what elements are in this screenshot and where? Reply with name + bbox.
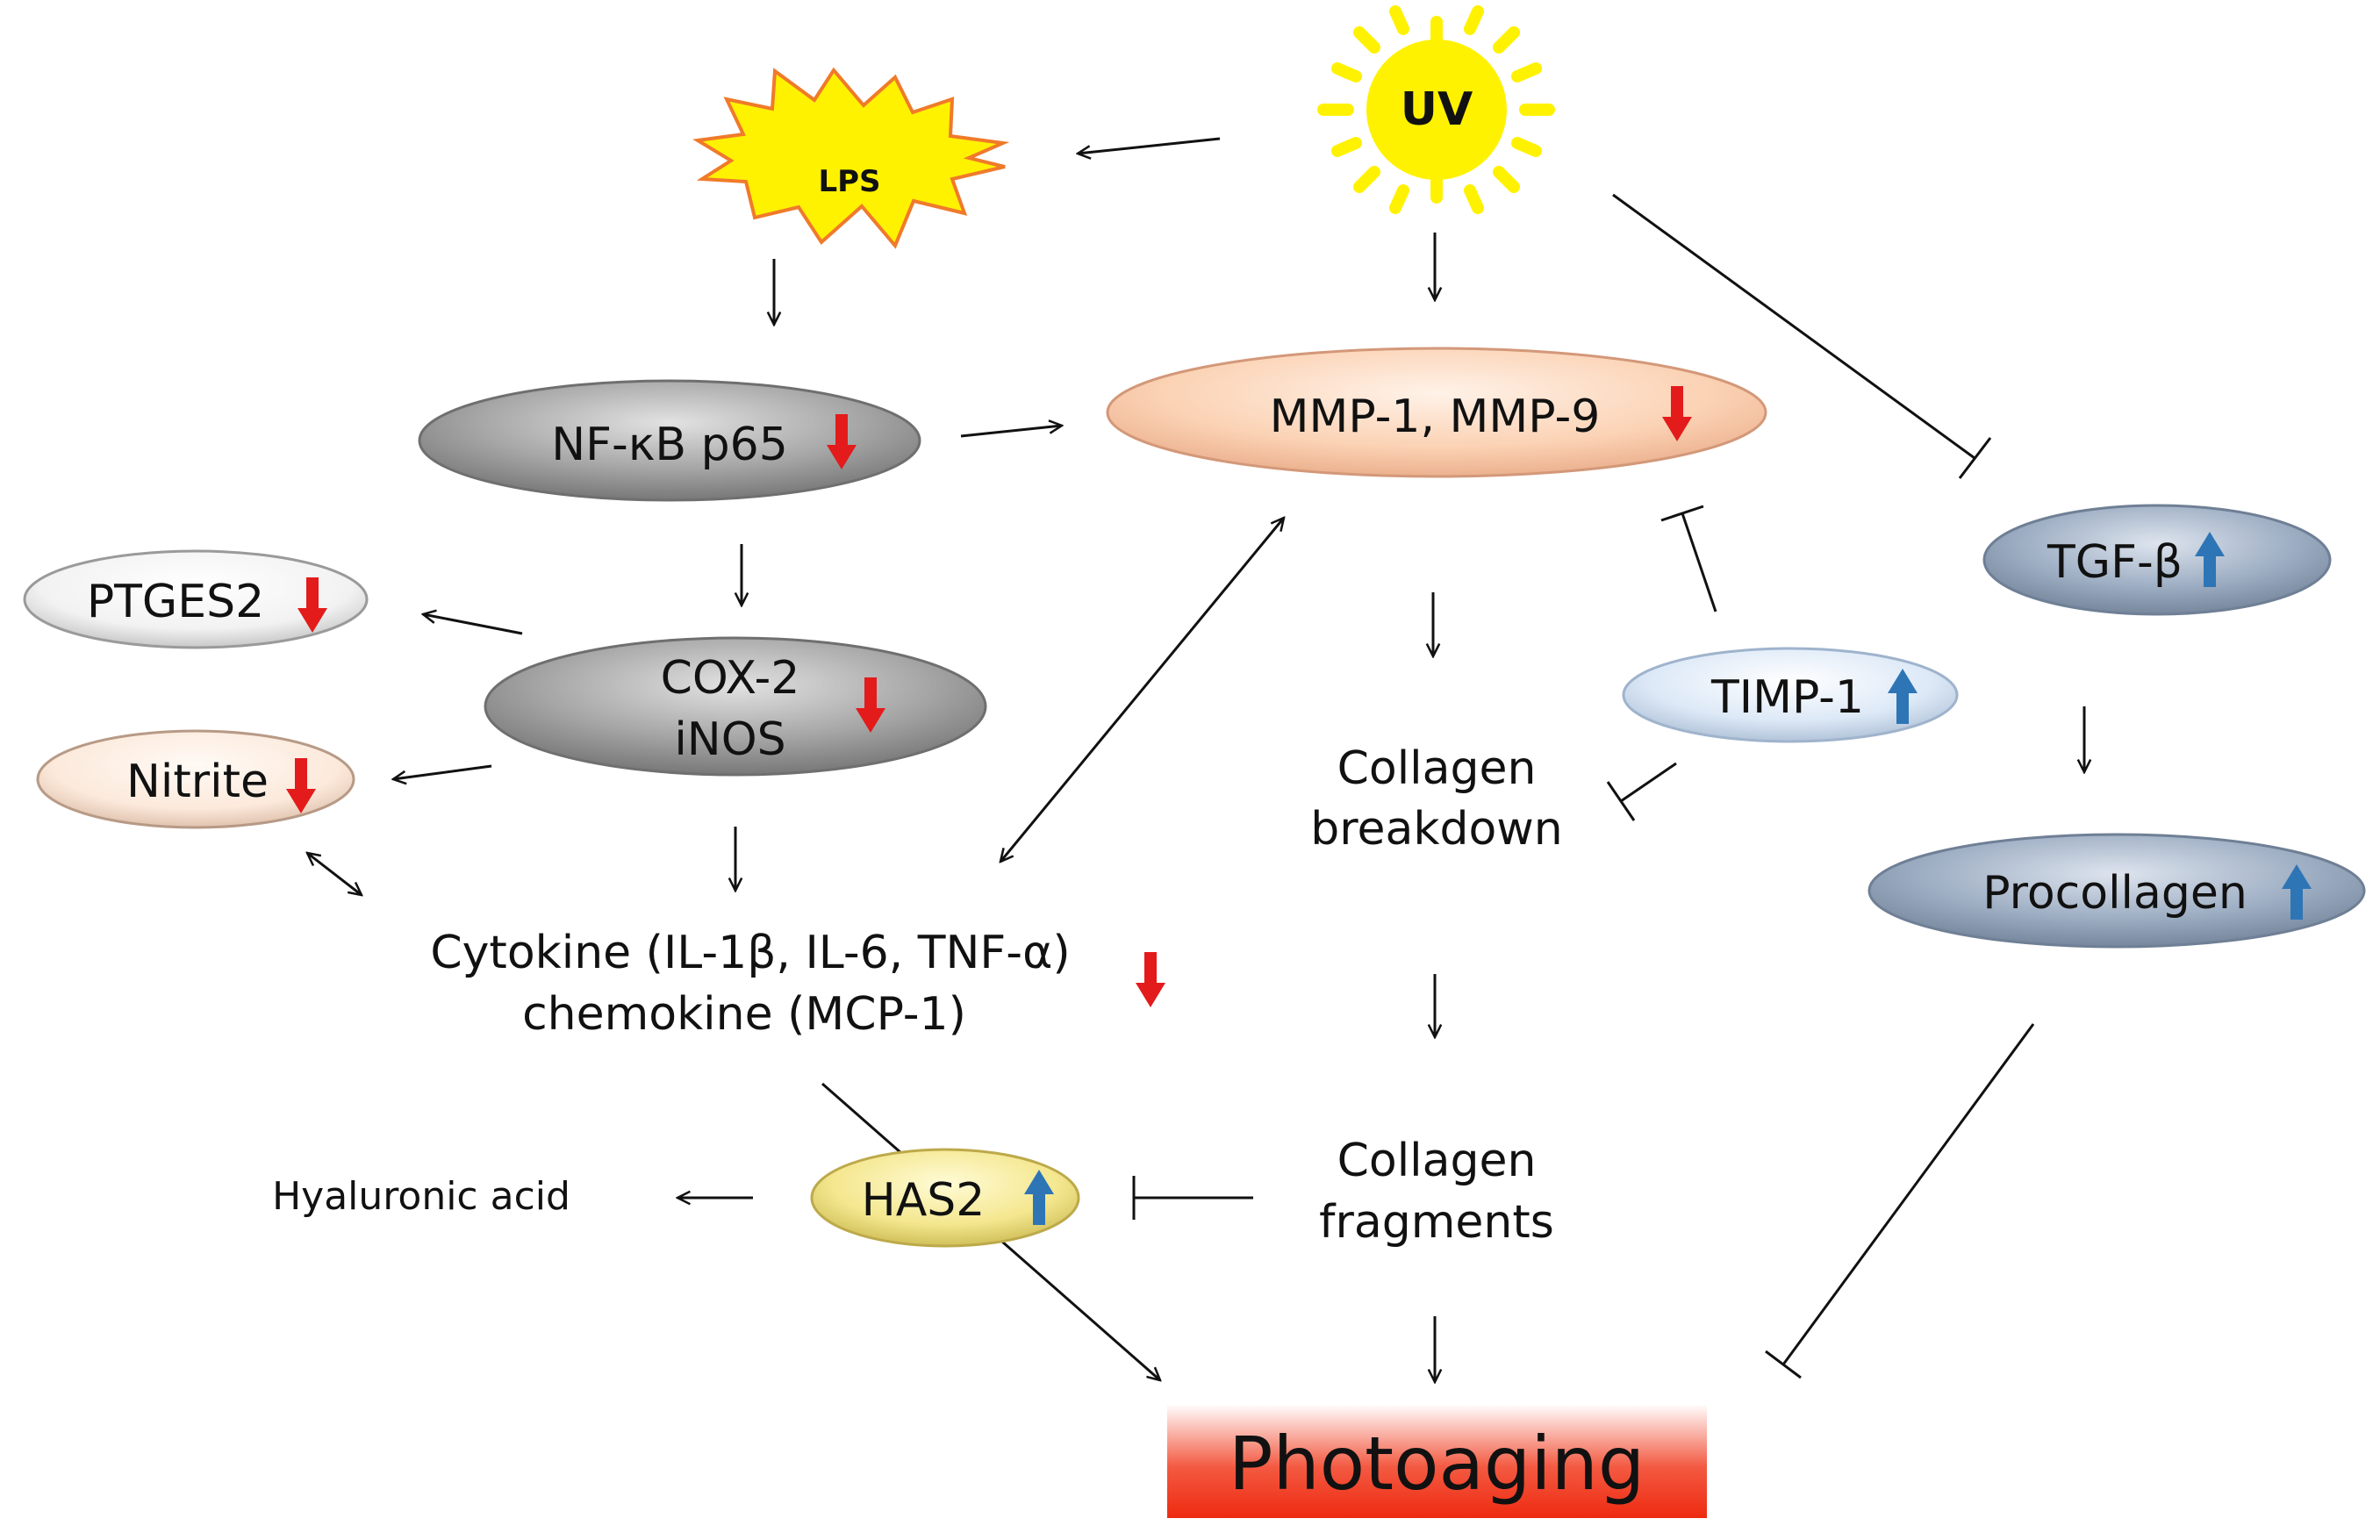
ptges2-label: PTGES2 [87,576,264,628]
nfkb-down-arrow [827,414,857,469]
collagen-fragments-line2: fragments [1319,1196,1554,1249]
timp1-up-arrow [1888,669,1918,724]
collagen-breakdown-node: Collagen breakdown [1310,742,1563,856]
cox2-inos-node: COX-2 iNOS [484,636,987,777]
has2-node: HAS2 [810,1148,1080,1248]
lps-label: LPS [818,164,880,199]
inhibit-timp1-breakdown [1606,762,1677,821]
inhibition-lines [1132,193,2035,1379]
timp1-label: TIMP-1 [1710,671,1864,724]
timp1-node: TIMP-1 [1622,647,1959,743]
chemokine-label: chemokine (MCP-1) [522,988,966,1041]
nitrite-label: Nitrite [126,756,269,808]
nitrite-ellipse [36,729,355,829]
procollagen-ellipse [1867,833,2366,949]
tgfb-label: TGF-β [2047,536,2183,589]
arrow-cox2-to-ptges2 [423,614,523,635]
nfkb-node: NF-κB p65 [418,379,921,502]
nitrite-down-arrow [286,758,316,813]
inhibit-fragments-has2 [1132,1176,1253,1220]
photoaging-label: Photoaging [1229,1421,1645,1507]
mmp-down-arrow [1662,386,1692,441]
uv-label: UV [1401,83,1473,136]
photoaging-node: Photoaging [1167,1404,1707,1518]
photoaging-box [1167,1404,1707,1518]
collagen-breakdown-line1: Collagen [1337,742,1537,795]
nitrite-node: Nitrite [36,729,355,829]
has2-label: HAS2 [862,1174,986,1227]
collagen-fragments-node: Collagen fragments [1319,1135,1554,1249]
mmp-label: MMP-1, MMP-9 [1270,390,1601,443]
timp1-ellipse [1622,647,1959,743]
ptges2-node: PTGES2 [23,549,369,649]
arrow-nfkb-to-mmp [960,426,1062,438]
collagen-breakdown-line2: breakdown [1310,803,1563,856]
has2-ellipse [810,1148,1080,1248]
tgfb-up-arrow [2195,532,2225,587]
cox2-down-arrow [856,677,885,733]
hyaluronic-acid-label: Hyaluronic acid [272,1174,570,1219]
lps-node: LPS [692,67,1010,249]
inhibit-procollagen-photoaging [1765,1023,2035,1379]
arrow-nitrite-cytokine-bidirectional [307,853,362,895]
activation-arrows [307,137,2084,1382]
arrow-uv-to-lps [1078,137,1221,154]
mmp-node: MMP-1, MMP-9 [1106,347,1767,478]
arrow-cox2-to-nitrite [393,764,492,779]
collagen-fragments-line1: Collagen [1337,1135,1537,1187]
lps-starburst [692,67,1010,249]
inhibit-uv-tgfb [1612,193,1992,479]
uv-sun-node: UV [1317,5,1555,214]
has2-up-arrow [1024,1170,1054,1225]
cox2-label: COX-2 [661,652,800,705]
nfkb-ellipse [418,379,921,502]
procollagen-node: Procollagen [1867,833,2366,949]
cytokine-node: Cytokine (IL-1β, IL-6, TNF-α) chemokine … [430,927,1165,1041]
sun-disc [1366,39,1507,180]
tgfb-ellipse [1982,504,2332,616]
nfkb-label: NF-κB p65 [551,419,788,471]
ptges2-down-arrow [298,577,327,633]
inhibit-timp1-mmp [1660,505,1717,612]
arrow-cytokine-mmp-bidirectional [1000,518,1284,862]
procollagen-up-arrow [2282,864,2312,920]
tgfb-node: TGF-β [1982,504,2332,616]
cytokine-down-arrow [1136,952,1165,1007]
ptges2-ellipse [23,549,369,649]
cytokine-label: Cytokine (IL-1β, IL-6, TNF-α) [430,927,1070,979]
mmp-ellipse [1106,347,1767,478]
inos-label: iNOS [674,713,785,766]
cox2-ellipse [484,636,987,777]
procollagen-label: Procollagen [1982,867,2247,920]
